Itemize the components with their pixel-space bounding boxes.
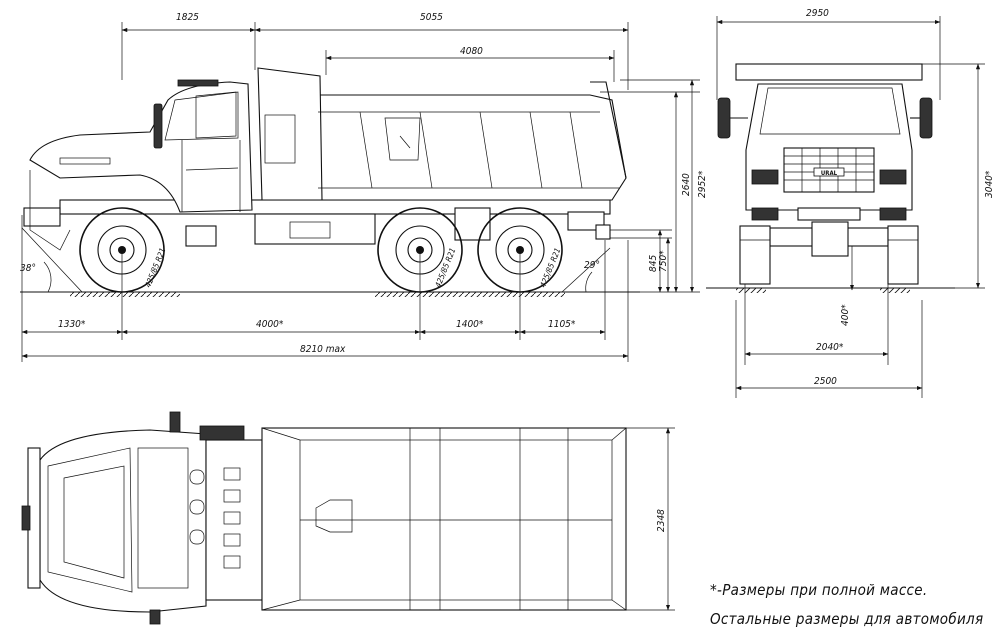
departure-angle-arc (585, 271, 593, 293)
front-axle (739, 221, 919, 285)
front-mirrors (717, 97, 933, 139)
note-line-1: *-Размеры при полной массе. (710, 581, 927, 599)
front-badge: URAL (821, 170, 838, 177)
top-view: 2348 (21, 411, 675, 625)
front-body-rim (735, 63, 923, 81)
dim-front-to-cab: 1825 (176, 12, 199, 23)
top-engine-module (189, 425, 263, 601)
dim-front-overhang: 1330* (58, 319, 86, 330)
dim-rear-overhang: 1105* (548, 319, 576, 330)
approach-angle-arc (43, 261, 52, 293)
dim-frame-height-laden: 750* (658, 250, 669, 272)
cab (23, 79, 253, 251)
dim-body-length: 4080 (460, 46, 483, 57)
notes: *-Размеры при полной массе. Остальные ра… (710, 581, 983, 628)
approach-angle-line (21, 227, 83, 293)
dim-body-width: 2348 (656, 509, 667, 532)
front-view: URAL 2950 3040* 400* 2040* 2500 (706, 8, 995, 398)
dim-ground-clearance: 400* (840, 304, 851, 326)
dim-front-overall-height: 3040* (984, 170, 995, 198)
wheel-front (79, 207, 165, 293)
departure-angle-line (561, 247, 611, 293)
dim-height-loaded: 2952* (697, 170, 708, 198)
wheel-middle (377, 207, 463, 293)
dim-bogie-base: 1400* (456, 319, 484, 330)
wheel-rear (477, 207, 563, 293)
front-ground-hatch-left (736, 288, 766, 293)
tire-label-front: 425/85 R21 (144, 247, 168, 289)
dim-cab-to-rear: 5055 (420, 12, 443, 23)
dim-departure-angle: 29° (584, 260, 600, 271)
dim-mirror-width: 2950 (806, 8, 829, 19)
front-ground-hatch-right (880, 288, 910, 293)
top-cab (21, 411, 207, 625)
dim-wheelbase: 4000* (256, 319, 284, 330)
dim-overall-length: 8210 max (300, 344, 346, 355)
front-cab: URAL (745, 83, 913, 221)
side-view: 1825 5055 4080 2640 2952* 845 750* 38° 2… (20, 12, 708, 362)
front-dimension-lines (716, 16, 985, 398)
dim-overall-height: 2640 (681, 173, 692, 196)
note-line-2: Остальные размеры для автомобиля (710, 610, 983, 628)
top-dump-body (261, 427, 627, 611)
dim-approach-angle: 38° (20, 263, 36, 274)
dim-overall-width: 2500 (814, 376, 837, 387)
dim-track: 2040* (816, 342, 844, 353)
dim-frame-height-unladen: 845 (648, 255, 659, 272)
dump-body (257, 67, 627, 201)
side-ground (20, 291, 640, 297)
